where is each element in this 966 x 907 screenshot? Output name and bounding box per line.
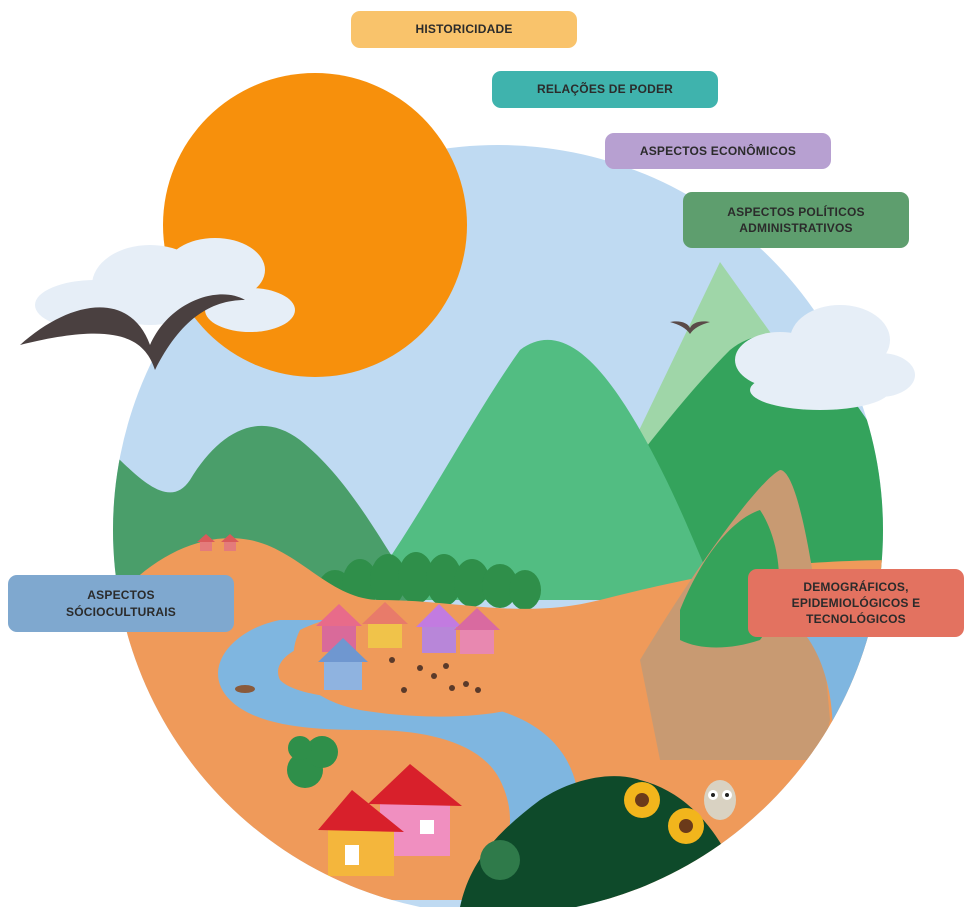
sun [163,73,467,377]
sunflowers [624,782,704,844]
label-historicidade-text: HISTORICIDADE [415,22,513,37]
label-aspectos-economicos: ASPECTOS ECONÔMICOS [605,133,831,169]
label-aspectos-economicos-text: ASPECTOS ECONÔMICOS [639,143,797,158]
label-historicidade: HISTORICIDADE [351,11,577,48]
bird-large [20,294,245,370]
center-mountain [360,339,720,600]
label-relacoes-poder: RELAÇÕES DE PODER [492,71,718,108]
bush [287,736,338,788]
bird-small [670,321,710,334]
label-socioculturais: ASPECTOS SÓCIOCULTURAIS [8,575,234,632]
label-demograficos-line3: TECNOLÓGICOS [806,612,906,627]
bottom-houses [318,764,462,876]
label-aspectos-politicos: ASPECTOS POLÍTICOS ADMINISTRATIVOS [683,192,909,248]
distant-houses [197,534,239,551]
bush-highlight [480,840,520,880]
label-socioculturais-line2: SÓCIOCULTURAIS [66,604,176,619]
owl [704,780,736,820]
label-aspectos-politicos-line1: ASPECTOS POLÍTICOS [727,204,865,219]
village-houses [316,602,500,690]
label-demograficos-line1: DEMOGRÁFICOS, [803,579,909,594]
label-aspectos-politicos-line2: ADMINISTRATIVOS [739,221,853,235]
right-cloud [735,305,915,410]
label-socioculturais-line1: ASPECTOS [87,588,155,603]
boat [235,685,255,693]
label-demograficos-line2: EPIDEMIOLÓGICOS E [791,595,921,610]
label-demograficos: DEMOGRÁFICOS, EPIDEMIOLÓGICOS E TECNOLÓG… [748,569,964,637]
villagers [389,657,481,693]
dark-bush [460,776,740,907]
label-relacoes-poder-text: RELAÇÕES DE PODER [536,82,674,97]
